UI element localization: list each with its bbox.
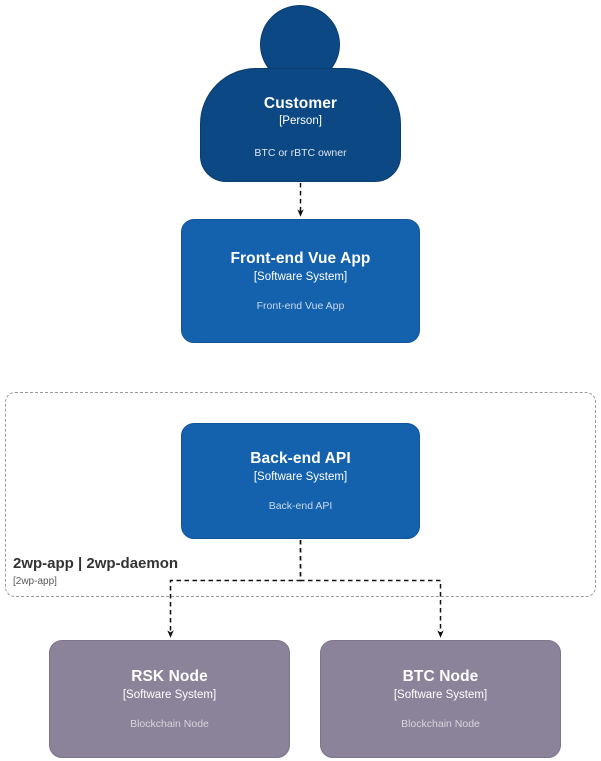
rsk-node-subtitle: [Software System] [122,688,217,701]
node-customer[interactable]: Customer [Person] BTC or rBTC owner [200,68,401,182]
node-btc-node[interactable]: BTC Node [Software System] Blockchain No… [320,640,561,758]
boundary-label: 2wp-app | 2wp-daemon [2wp-app] [13,555,178,588]
node-backend-api[interactable]: Back-end API [Software System] Back-end … [181,423,420,539]
customer-title: Customer [263,95,338,112]
frontend-description: Front-end Vue App [256,299,345,312]
boundary-title: 2wp-app | 2wp-daemon [13,555,179,572]
boundary-subtitle: [2wp-app] [13,576,57,587]
btc-node-subtitle: [Software System] [393,688,488,701]
backend-title: Back-end API [250,450,351,468]
backend-subtitle: [Software System] [253,470,348,483]
node-rsk-node[interactable]: RSK Node [Software System] Blockchain No… [49,640,290,758]
frontend-subtitle: [Software System] [253,270,348,283]
node-frontend-vue-app[interactable]: Front-end Vue App [Software System] Fron… [181,219,420,343]
backend-description: Back-end API [268,499,333,512]
btc-node-description: Blockchain Node [401,717,480,730]
frontend-title: Front-end Vue App [230,250,371,268]
rsk-node-title: RSK Node [131,668,208,686]
customer-subtitle: [Person] [279,115,322,128]
customer-description: BTC or rBTC owner [254,147,347,160]
btc-node-title: BTC Node [402,668,479,686]
rsk-node-description: Blockchain Node [130,717,209,730]
